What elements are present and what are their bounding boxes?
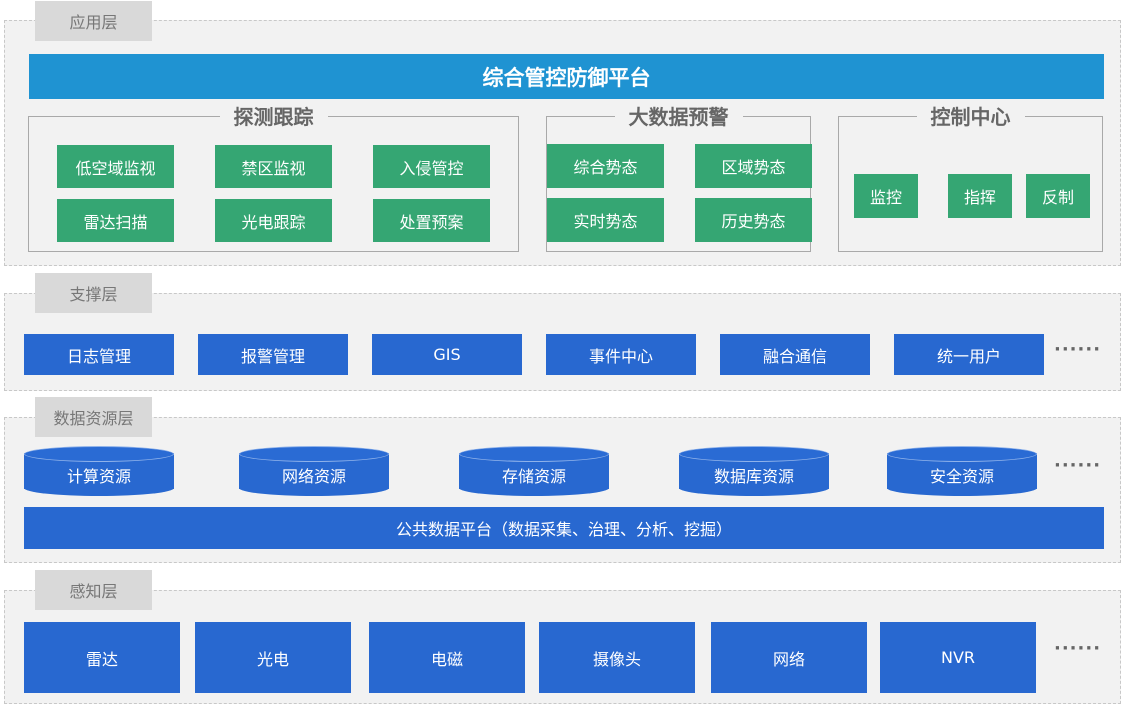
resource-database-cylinder[interactable]: 数据库资源 bbox=[679, 446, 829, 496]
module-intrusion-control[interactable]: 入侵管控 bbox=[373, 145, 490, 188]
module-regional-situation[interactable]: 区域势态 bbox=[695, 144, 812, 188]
module-response-plan[interactable]: 处置预案 bbox=[373, 199, 490, 242]
resource-security-label: 安全资源 bbox=[929, 467, 994, 486]
application-layer-tag: 应用层 bbox=[35, 1, 152, 41]
module-radar-scan[interactable]: 雷达扫描 bbox=[57, 199, 174, 242]
sensor-nvr[interactable]: NVR bbox=[880, 622, 1036, 693]
public-data-platform-bar[interactable]: 公共数据平台（数据采集、治理、分析、挖掘） bbox=[24, 507, 1104, 549]
perception-more-ellipsis: ······ bbox=[1054, 638, 1102, 659]
data-more-ellipsis: ······ bbox=[1054, 455, 1102, 476]
control-center-group: 控制中心 监控 指挥 反制 bbox=[838, 103, 1103, 252]
module-countermeasure[interactable]: 反制 bbox=[1026, 174, 1090, 218]
resource-storage-label: 存储资源 bbox=[501, 467, 566, 486]
sensor-electromagnetic[interactable]: 电磁 bbox=[369, 622, 525, 693]
sensor-camera[interactable]: 摄像头 bbox=[539, 622, 695, 693]
perception-layer: 感知层 雷达 光电 电磁 摄像头 网络 NVR ······ bbox=[4, 570, 1121, 704]
support-gis[interactable]: GIS bbox=[372, 334, 522, 375]
resource-compute-cylinder[interactable]: 计算资源 bbox=[24, 446, 174, 496]
module-overall-situation[interactable]: 综合势态 bbox=[547, 144, 664, 188]
support-layer-tag: 支撑层 bbox=[35, 273, 152, 313]
module-realtime-situation[interactable]: 实时势态 bbox=[547, 198, 664, 242]
support-more-ellipsis: ······ bbox=[1054, 339, 1102, 360]
module-restricted-zone-monitor[interactable]: 禁区监视 bbox=[215, 145, 332, 188]
support-event-center[interactable]: 事件中心 bbox=[546, 334, 696, 375]
support-log-management[interactable]: 日志管理 bbox=[24, 334, 174, 375]
support-layer: 支撑层 日志管理 报警管理 GIS 事件中心 融合通信 统一用户 ······ bbox=[4, 273, 1121, 391]
sensor-radar[interactable]: 雷达 bbox=[24, 622, 180, 693]
application-layer: 应用层 综合管控防御平台 探测跟踪 低空域监视 禁区监视 入侵管控 雷达扫描 光… bbox=[4, 1, 1121, 266]
module-monitor[interactable]: 监控 bbox=[854, 174, 918, 218]
detection-tracking-title: 探测跟踪 bbox=[219, 103, 328, 131]
bigdata-warning-group: 大数据预警 综合势态 区域势态 实时势态 历史势态 bbox=[546, 103, 812, 252]
data-resource-layer: 数据资源层 计算资源 网络资源 存储资源 数据库资源 安全资源 ······ 公… bbox=[4, 397, 1121, 563]
support-unified-user[interactable]: 统一用户 bbox=[894, 334, 1044, 375]
module-eo-tracking[interactable]: 光电跟踪 bbox=[215, 199, 332, 242]
resource-network-label: 网络资源 bbox=[281, 467, 346, 486]
sensor-electro-optical[interactable]: 光电 bbox=[195, 622, 351, 693]
bigdata-warning-title: 大数据预警 bbox=[614, 103, 743, 131]
support-alarm-management[interactable]: 报警管理 bbox=[198, 334, 348, 375]
module-history-situation[interactable]: 历史势态 bbox=[695, 198, 812, 242]
resource-storage-cylinder[interactable]: 存储资源 bbox=[459, 446, 609, 496]
control-center-title: 控制中心 bbox=[916, 103, 1025, 131]
resource-database-label: 数据库资源 bbox=[713, 467, 794, 486]
platform-title-bar: 综合管控防御平台 bbox=[29, 54, 1104, 99]
module-low-airspace-monitor[interactable]: 低空域监视 bbox=[57, 145, 174, 188]
resource-network-cylinder[interactable]: 网络资源 bbox=[239, 446, 389, 496]
perception-layer-tag: 感知层 bbox=[35, 570, 152, 610]
resource-security-cylinder[interactable]: 安全资源 bbox=[887, 446, 1037, 496]
support-unified-communication[interactable]: 融合通信 bbox=[720, 334, 870, 375]
resource-compute-label: 计算资源 bbox=[66, 467, 131, 486]
detection-tracking-group: 探测跟踪 低空域监视 禁区监视 入侵管控 雷达扫描 光电跟踪 处置预案 bbox=[28, 103, 519, 252]
module-command[interactable]: 指挥 bbox=[948, 174, 1012, 218]
data-resource-layer-tag: 数据资源层 bbox=[35, 397, 152, 437]
sensor-network[interactable]: 网络 bbox=[711, 622, 867, 693]
